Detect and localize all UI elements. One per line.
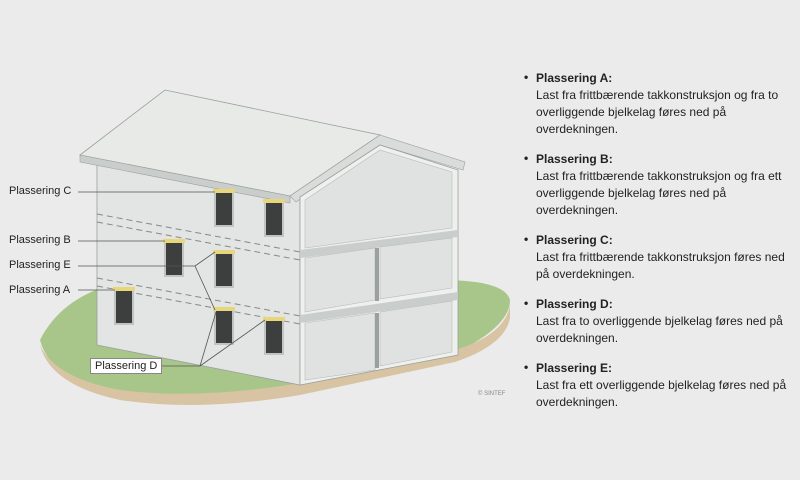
leader-e-2: [194, 265, 216, 311]
legend-title: Plassering C:: [536, 233, 613, 247]
legend-item-b: • Plassering B: Last fra frittbærende ta…: [524, 151, 794, 219]
top-band: [0, 0, 800, 70]
legend-list: • Plassering A: Last fra frittbærende ta…: [524, 70, 794, 424]
window-d-left: [213, 307, 235, 345]
legend-desc: Last fra frittbærende takkonstruksjon og…: [536, 88, 779, 136]
callout-plassering-b: Plassering B: [9, 234, 71, 246]
legend-desc: Last fra ett overliggende bjelkelag føre…: [536, 378, 787, 409]
legend-title: Plassering A:: [536, 71, 613, 85]
window-d-right: [263, 317, 285, 355]
bullet-icon: •: [524, 360, 529, 374]
leader-d-2: [199, 311, 217, 367]
second-floor: [300, 292, 458, 323]
roof-gable-edge: [289, 134, 466, 203]
ground-edge: [40, 345, 300, 405]
leader-e-1: [194, 251, 216, 267]
room-lower-right: [379, 300, 453, 367]
window-c-left: [213, 189, 235, 227]
bullet-icon: •: [524, 232, 529, 246]
leader-d-1: [199, 319, 266, 367]
room-lower-left: [304, 312, 376, 381]
callout-plassering-d: Plassering D: [90, 358, 163, 374]
legend-title: Plassering D:: [536, 297, 613, 311]
floor-line-lower-a: [96, 277, 301, 317]
bullet-icon: •: [524, 70, 529, 84]
legend-desc: Last fra frittbærende takkonstruksjon fø…: [536, 250, 785, 281]
callout-plassering-e: Plassering E: [9, 259, 71, 271]
floor-line-upper-b: [96, 221, 301, 261]
floor-line-upper-a: [96, 213, 301, 253]
callout-plassering-a: Plassering A: [9, 284, 71, 296]
legend-item-e: • Plassering E: Last fra ett overliggend…: [524, 360, 794, 411]
callout-plassering-c: Plassering C: [9, 185, 72, 197]
legend-item-d: • Plassering D: Last fra to overliggende…: [524, 296, 794, 347]
legend-title: Plassering B:: [536, 152, 613, 166]
window-c-right: [263, 199, 285, 237]
window-a: [113, 287, 135, 325]
window-e: [213, 250, 235, 288]
bullet-icon: •: [524, 296, 529, 310]
bullet-icon: •: [524, 151, 529, 165]
legend-item-a: • Plassering A: Last fra frittbærende ta…: [524, 70, 794, 138]
attic-room: [304, 149, 453, 249]
legend-title: Plassering E:: [536, 361, 613, 375]
room-upper-right: [379, 237, 453, 300]
roof-edge: [79, 154, 291, 204]
attic-floor: [300, 230, 458, 258]
copyright-sintef: © SINTEF: [478, 391, 506, 397]
legend-item-c: • Plassering C: Last fra frittbærende ta…: [524, 232, 794, 283]
window-b: [163, 239, 185, 277]
legend-desc: Last fra to overliggende bjelkelag føres…: [536, 314, 783, 345]
legend-desc: Last fra frittbærende takkonstruksjon og…: [536, 169, 782, 217]
